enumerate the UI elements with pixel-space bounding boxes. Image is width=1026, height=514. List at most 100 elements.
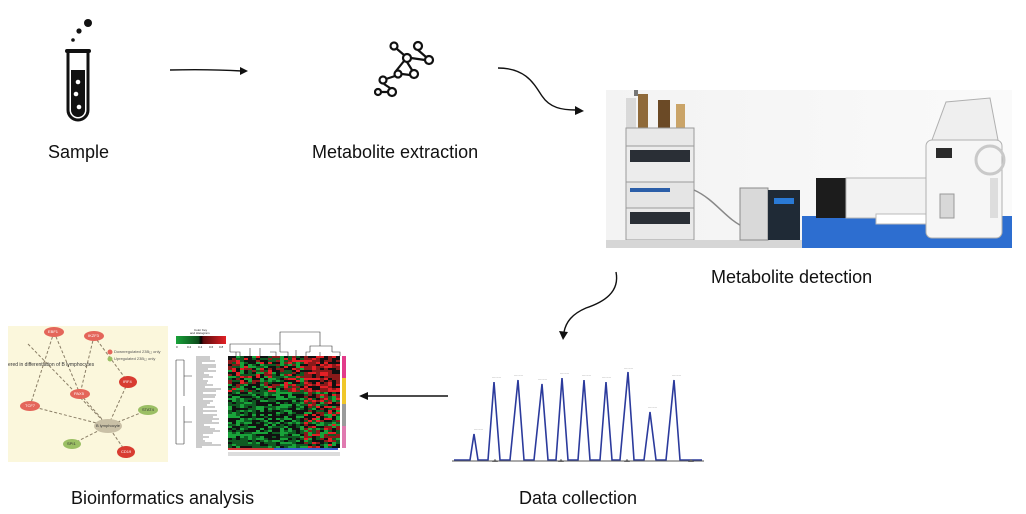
heatmap-cell bbox=[332, 434, 336, 436]
heatmap-cell bbox=[232, 392, 236, 394]
heatmap-cell bbox=[304, 414, 308, 416]
heatmap-cell bbox=[244, 366, 248, 368]
svg-text:........: ........ bbox=[582, 372, 591, 377]
heatmap-cell bbox=[308, 408, 312, 410]
heatmap-cell bbox=[288, 446, 292, 448]
heatmap-cell bbox=[336, 406, 340, 408]
heatmap-cell bbox=[324, 356, 328, 358]
heatmap-cell bbox=[256, 398, 260, 400]
heatmap-cell bbox=[260, 414, 264, 416]
heatmap-cell bbox=[304, 416, 308, 418]
heatmap-cell bbox=[272, 410, 276, 412]
heatmap-cell bbox=[228, 376, 232, 378]
heatmap-cell bbox=[332, 358, 336, 360]
heatmap-cell bbox=[256, 380, 260, 382]
heatmap-cell bbox=[268, 444, 272, 446]
heatmap-cell bbox=[308, 392, 312, 394]
heatmap-cell bbox=[308, 362, 312, 364]
color-key-tick: 0.4 bbox=[198, 345, 203, 349]
heatmap-cell bbox=[252, 382, 256, 384]
heatmap-cell bbox=[256, 430, 260, 432]
heatmap-cell bbox=[268, 364, 272, 366]
heatmap-cell bbox=[276, 412, 280, 414]
heatmap-cell bbox=[336, 386, 340, 388]
heatmap-cell bbox=[236, 404, 240, 406]
heatmap-cell bbox=[312, 440, 316, 442]
heatmap-cell bbox=[244, 386, 248, 388]
heatmap-cell bbox=[336, 374, 340, 376]
heatmap-cell bbox=[316, 430, 320, 432]
heatmap-cell bbox=[228, 442, 232, 444]
heatmap-cell bbox=[288, 386, 292, 388]
heatmap-cell bbox=[312, 446, 316, 448]
heatmap-cell bbox=[316, 414, 320, 416]
heatmap-cell bbox=[232, 368, 236, 370]
heatmap-cell bbox=[236, 442, 240, 444]
heatmap-cell bbox=[284, 426, 288, 428]
heatmap-cell bbox=[260, 402, 264, 404]
heatmap-cell bbox=[272, 384, 276, 386]
svg-text:........: ........ bbox=[492, 374, 501, 379]
heatmap-cell bbox=[320, 390, 324, 392]
heatmap-cell bbox=[264, 404, 268, 406]
heatmap-cell bbox=[236, 438, 240, 440]
heatmap-cell bbox=[312, 366, 316, 368]
heatmap-cell bbox=[324, 434, 328, 436]
arrow-extraction-to-detection bbox=[496, 64, 588, 120]
heatmap-cell bbox=[232, 360, 236, 362]
heatmap-cell bbox=[244, 446, 248, 448]
heatmap-cell bbox=[320, 420, 324, 422]
heatmap-cell bbox=[272, 370, 276, 372]
heatmap-cell bbox=[272, 446, 276, 448]
heatmap-cell bbox=[244, 402, 248, 404]
network-node-label: SPI1 bbox=[67, 441, 76, 446]
heatmap-cell bbox=[268, 412, 272, 414]
heatmap-cell bbox=[304, 426, 308, 428]
heatmap-cell bbox=[304, 368, 308, 370]
heatmap-cell bbox=[284, 418, 288, 420]
heatmap-cell bbox=[276, 440, 280, 442]
heatmap-cell bbox=[288, 416, 292, 418]
heatmap-cell bbox=[252, 404, 256, 406]
heatmap-cell bbox=[276, 418, 280, 420]
heatmap-cell bbox=[296, 412, 300, 414]
heatmap-cell bbox=[280, 358, 284, 360]
heatmap-cell bbox=[328, 428, 332, 430]
heatmap-cell bbox=[280, 376, 284, 378]
heatmap-cell bbox=[272, 440, 276, 442]
heatmap-cell bbox=[328, 420, 332, 422]
heatmap-cell bbox=[288, 384, 292, 386]
heatmap-cell bbox=[248, 370, 252, 372]
heatmap-cell bbox=[324, 420, 328, 422]
heatmap-cell bbox=[236, 378, 240, 380]
heatmap-cell bbox=[272, 432, 276, 434]
heatmap-cell bbox=[284, 370, 288, 372]
heatmap-cell bbox=[308, 374, 312, 376]
heatmap-cell bbox=[232, 426, 236, 428]
heatmap-cell bbox=[288, 366, 292, 368]
heatmap-cell bbox=[292, 422, 296, 424]
heatmap-cell bbox=[292, 394, 296, 396]
heatmap-cell bbox=[236, 420, 240, 422]
heatmap-cell bbox=[276, 436, 280, 438]
heatmap-cell bbox=[336, 404, 340, 406]
heatmap-cell bbox=[324, 406, 328, 408]
heatmap-cell bbox=[264, 374, 268, 376]
heatmap-cell bbox=[236, 428, 240, 430]
heatmap-cell bbox=[248, 406, 252, 408]
heatmap-cell bbox=[296, 366, 300, 368]
heatmap-cell bbox=[312, 372, 316, 374]
heatmap-cell bbox=[280, 442, 284, 444]
heatmap-cell bbox=[280, 374, 284, 376]
heatmap-cell bbox=[260, 368, 264, 370]
svg-text:........: ........ bbox=[514, 372, 523, 377]
heatmap-cell bbox=[260, 366, 264, 368]
heatmap-cell bbox=[264, 362, 268, 364]
heatmap-cell bbox=[228, 404, 232, 406]
heatmap-cell bbox=[324, 378, 328, 380]
heatmap-cell bbox=[228, 356, 232, 358]
heatmap-cell bbox=[252, 426, 256, 428]
heatmap-cell bbox=[320, 430, 324, 432]
heatmap-cell bbox=[296, 398, 300, 400]
heatmap-cell bbox=[236, 440, 240, 442]
